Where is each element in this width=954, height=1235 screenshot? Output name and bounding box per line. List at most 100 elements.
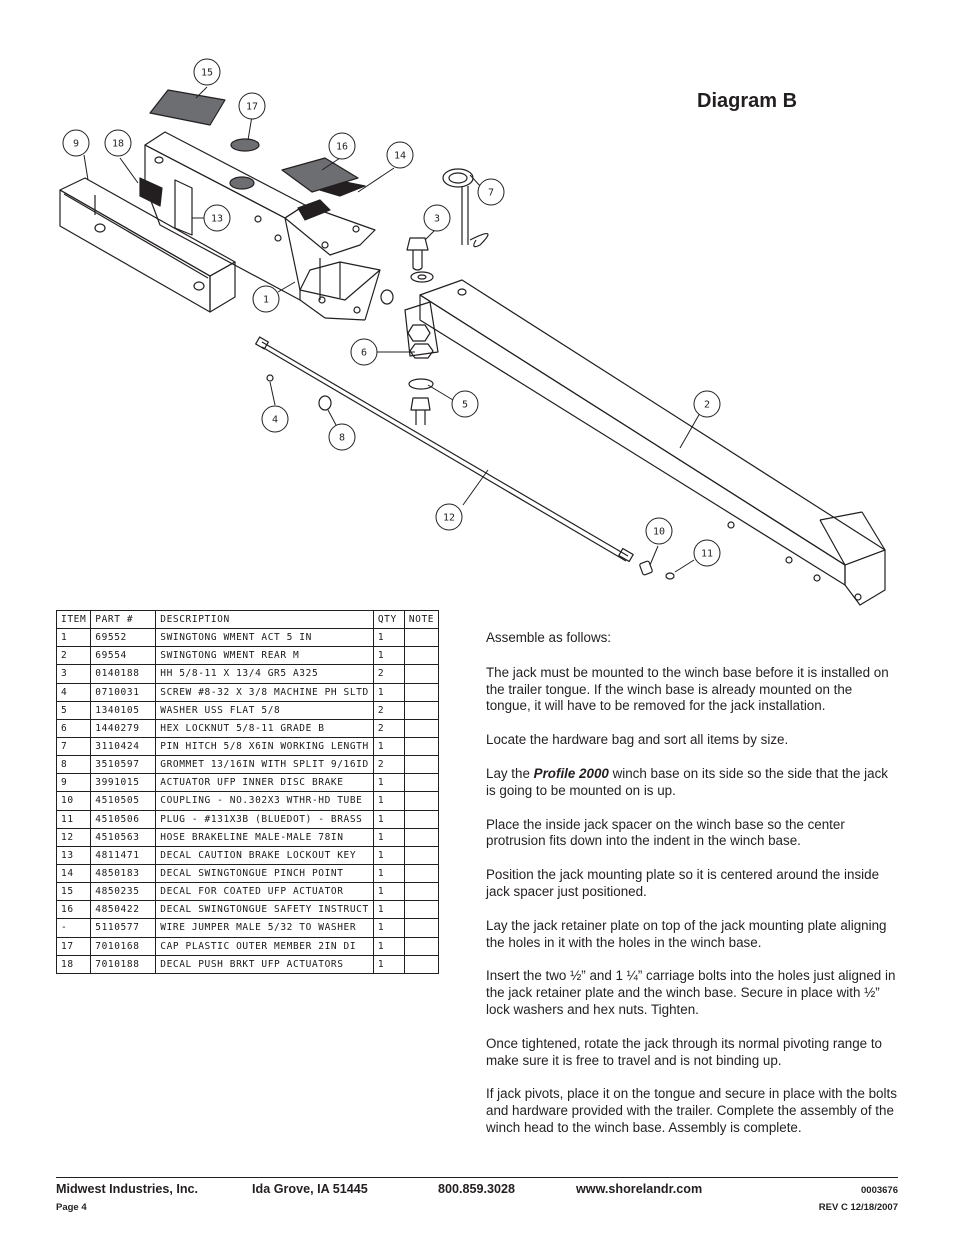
cell-item: - [55,918,92,938]
cell-note [403,773,440,793]
cell-item: 11 [55,809,92,829]
footer-phone: 800.859.3028 [438,1182,516,1196]
cell-part-number: 1340105 [90,700,157,720]
callout-circle [693,539,721,567]
cell-item: 16 [55,900,92,920]
callout-circle [193,58,221,86]
product-name: Profile 2000 [533,765,609,781]
cell-part-number: 7010188 [90,954,157,974]
callout-circle [203,204,231,232]
decal-14 [319,181,366,197]
cell-note [403,646,440,666]
brake-hose-12 [255,336,634,563]
actuator-housing-1 [139,131,381,321]
assembly-instructions: Assemble as follows: The jack must be mo… [486,630,898,1154]
cell-qty: 2 [372,664,405,684]
cell-note [403,863,440,884]
cell-qty: 1 [372,863,405,884]
instruction-text: Lay the [486,765,534,781]
callout-label: 7 [488,188,494,199]
hex-locknut-6a [407,324,431,342]
grommet-8 [318,395,332,411]
cell-description: SWINGTONG WMENT REAR M [155,646,374,666]
cell-description: DECAL PUSH BRKT UFP ACTUATORS [155,954,374,974]
callout-circle [435,503,463,531]
instruction-paragraph: The jack must be mounted to the winch ba… [486,664,889,714]
cell-item: 12 [55,827,92,847]
cell-qty: 2 [372,718,405,738]
cell-description: HH 5/8-11 X 13/4 GR5 A325 [155,664,374,684]
cell-description: PLUG - #131X3B (BLUEDOT) - BRASS [155,809,374,829]
cell-note [403,664,440,684]
cell-part-number: 3991015 [90,773,157,793]
callout-circle [104,129,132,157]
cell-note [403,918,440,938]
washer-5-top [410,271,434,283]
footer-divider [56,1177,898,1178]
callout-label: 1 [263,295,269,306]
table-header-row: ITEM PART # DESCRIPTION QTY NOTE [55,609,440,630]
cell-part-number: 4510506 [90,809,157,829]
cell-description: COUPLING - NO.302X3 WTHR-HD TUBE [155,791,374,811]
cell-item: 7 [55,736,92,757]
cell-part-number: 5110577 [90,918,157,938]
cell-description: HEX LOCKNUT 5/8-11 GRADE B [155,718,374,738]
diagram-title: Diagram B [697,90,798,112]
cell-qty: 2 [372,755,405,775]
cell-item: 9 [55,773,92,793]
callout-label: 12 [443,513,455,524]
cell-qty: 1 [372,682,405,702]
callout-circle [350,338,378,366]
cell-qty: 1 [372,845,405,865]
footer-page-number: Page 4 [56,1202,87,1213]
callout-label: 11 [701,549,713,560]
callout-circle [238,92,266,120]
instruction-paragraph: Position the jack mounting plate so it i… [486,867,880,899]
cell-part-number: 4510505 [90,791,157,811]
callout-circle [451,390,479,418]
cell-note [403,900,440,920]
callout-label: 10 [653,527,665,538]
cell-qty: 1 [372,736,405,757]
cell-qty: 1 [372,900,405,920]
cell-note [403,809,440,829]
bolt-3b [410,397,431,425]
cell-note [403,791,440,811]
cell-item: 2 [55,646,92,666]
callout-circle [423,204,451,232]
cell-description: WIRE JUMPER MALE 5/32 TO WASHER [155,918,374,938]
callout-label: 17 [246,102,258,113]
callout-label: 18 [112,139,124,150]
bolt-3 [406,237,429,271]
cell-qty: 1 [372,954,405,974]
hex-locknut-6b [409,343,434,359]
cell-note [403,882,440,902]
cell-part-number: 7010168 [90,936,157,956]
cell-part-number: 4811471 [90,845,157,865]
callout-circle [261,405,289,433]
instruction-paragraph: Lay the Profile 2000 winch base on its s… [486,766,898,800]
callout-circle [693,390,721,418]
cell-note [403,827,440,847]
cell-item: 8 [55,755,92,775]
cell-qty: 1 [372,827,405,847]
callout-label: 14 [394,151,406,162]
callout-circle [62,129,90,157]
cell-qty: 1 [372,936,405,956]
cell-item: 3 [55,664,92,684]
cell-qty: 1 [372,773,405,793]
cell-note [403,954,440,974]
instruction-text: winch base on its side so the side that … [486,765,888,798]
